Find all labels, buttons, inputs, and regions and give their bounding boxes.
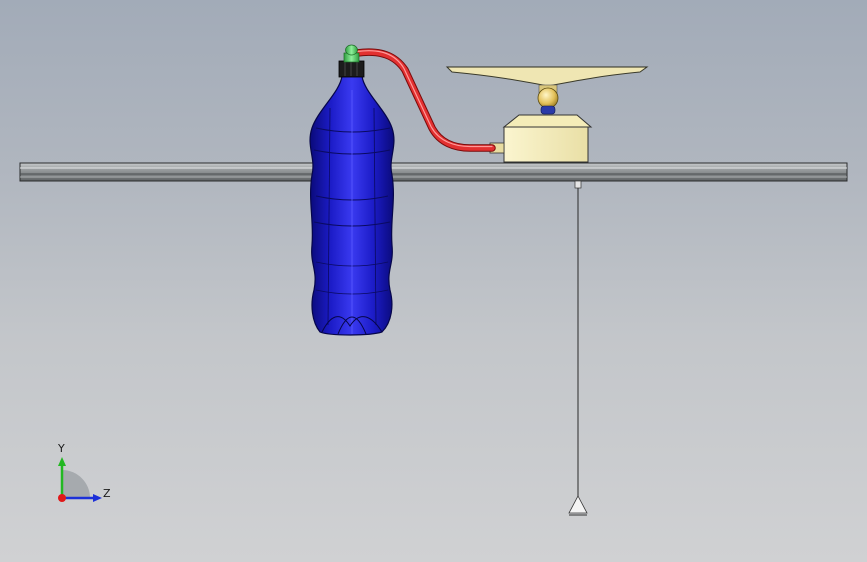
plumb-weight[interactable] — [568, 495, 588, 516]
water-bottle[interactable] — [309, 75, 395, 336]
bottle-cap[interactable] — [338, 60, 365, 78]
x-axis-dot-icon — [58, 494, 66, 502]
y-axis-arrow-icon — [58, 457, 66, 466]
shaft-knob[interactable] — [537, 84, 559, 115]
z-axis-label: Z — [103, 487, 111, 500]
y-axis-label: Y — [57, 442, 65, 455]
support-rail[interactable] — [19, 162, 848, 182]
hanging-wire[interactable] — [574, 180, 582, 498]
green-fitting[interactable] — [343, 44, 360, 63]
orientation-triad: Y Z — [57, 442, 111, 502]
z-axis-arrow-icon — [93, 494, 102, 502]
triad-quadrant — [62, 470, 90, 498]
pump-housing[interactable] — [489, 114, 593, 163]
red-tube[interactable] — [353, 48, 496, 152]
rotor-disc[interactable] — [445, 66, 649, 87]
